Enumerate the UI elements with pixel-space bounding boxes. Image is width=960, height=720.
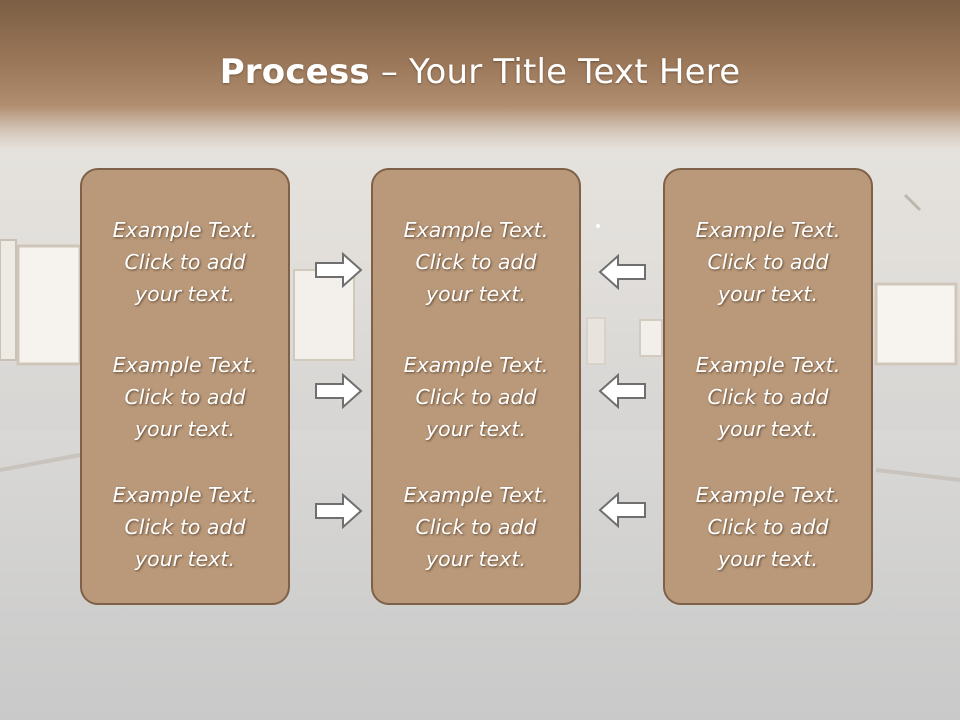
text-line: Click to add [124, 385, 246, 409]
text-placeholder[interactable]: Example Text. Click to add your text. [82, 214, 288, 310]
text-placeholder[interactable]: Example Text. Click to add your text. [82, 479, 288, 575]
slide-title[interactable]: Process – Your Title Text Here [0, 52, 960, 92]
text-line: Example Text. [403, 483, 549, 507]
text-placeholder[interactable]: Example Text. Click to add your text. [373, 349, 579, 445]
text-line: Example Text. [112, 483, 258, 507]
text-line: Click to add [124, 250, 246, 274]
text-line: Click to add [707, 250, 829, 274]
text-line: Click to add [415, 515, 537, 539]
text-line: your text. [718, 282, 818, 306]
text-line: Example Text. [112, 353, 258, 377]
text-placeholder[interactable]: Example Text. Click to add your text. [665, 349, 871, 445]
arrow-left-icon[interactable] [597, 492, 647, 528]
text-line: your text. [135, 282, 235, 306]
arrow-right-icon[interactable] [314, 252, 364, 288]
text-line: your text. [135, 417, 235, 441]
text-line: Example Text. [403, 218, 549, 242]
text-line: Click to add [415, 250, 537, 274]
text-line: Example Text. [403, 353, 549, 377]
text-line: your text. [718, 417, 818, 441]
text-line: Click to add [707, 515, 829, 539]
text-line: your text. [426, 547, 526, 571]
arrow-left-icon[interactable] [597, 373, 647, 409]
header-band [0, 0, 960, 150]
arrow-right-icon[interactable] [314, 493, 364, 529]
text-line: Click to add [124, 515, 246, 539]
text-placeholder[interactable]: Example Text. Click to add your text. [82, 349, 288, 445]
title-bold-text: Process [219, 52, 370, 92]
text-line: your text. [718, 547, 818, 571]
text-placeholder[interactable]: Example Text. Click to add your text. [665, 214, 871, 310]
title-rest-text: – Your Title Text Here [369, 52, 741, 92]
text-line: your text. [426, 282, 526, 306]
text-line: your text. [135, 547, 235, 571]
text-line: Example Text. [695, 353, 841, 377]
process-box-right[interactable]: Example Text. Click to add your text. Ex… [663, 168, 873, 605]
process-box-center[interactable]: Example Text. Click to add your text. Ex… [371, 168, 581, 605]
text-line: Example Text. [695, 218, 841, 242]
text-line: Click to add [707, 385, 829, 409]
text-placeholder[interactable]: Example Text. Click to add your text. [373, 214, 579, 310]
arrow-right-icon[interactable] [314, 373, 364, 409]
text-placeholder[interactable]: Example Text. Click to add your text. [665, 479, 871, 575]
text-placeholder[interactable]: Example Text. Click to add your text. [373, 479, 579, 575]
text-line: Click to add [415, 385, 537, 409]
process-box-left[interactable]: Example Text. Click to add your text. Ex… [80, 168, 290, 605]
text-line: Example Text. [695, 483, 841, 507]
text-line: your text. [426, 417, 526, 441]
arrow-left-icon[interactable] [597, 254, 647, 290]
text-line: Example Text. [112, 218, 258, 242]
